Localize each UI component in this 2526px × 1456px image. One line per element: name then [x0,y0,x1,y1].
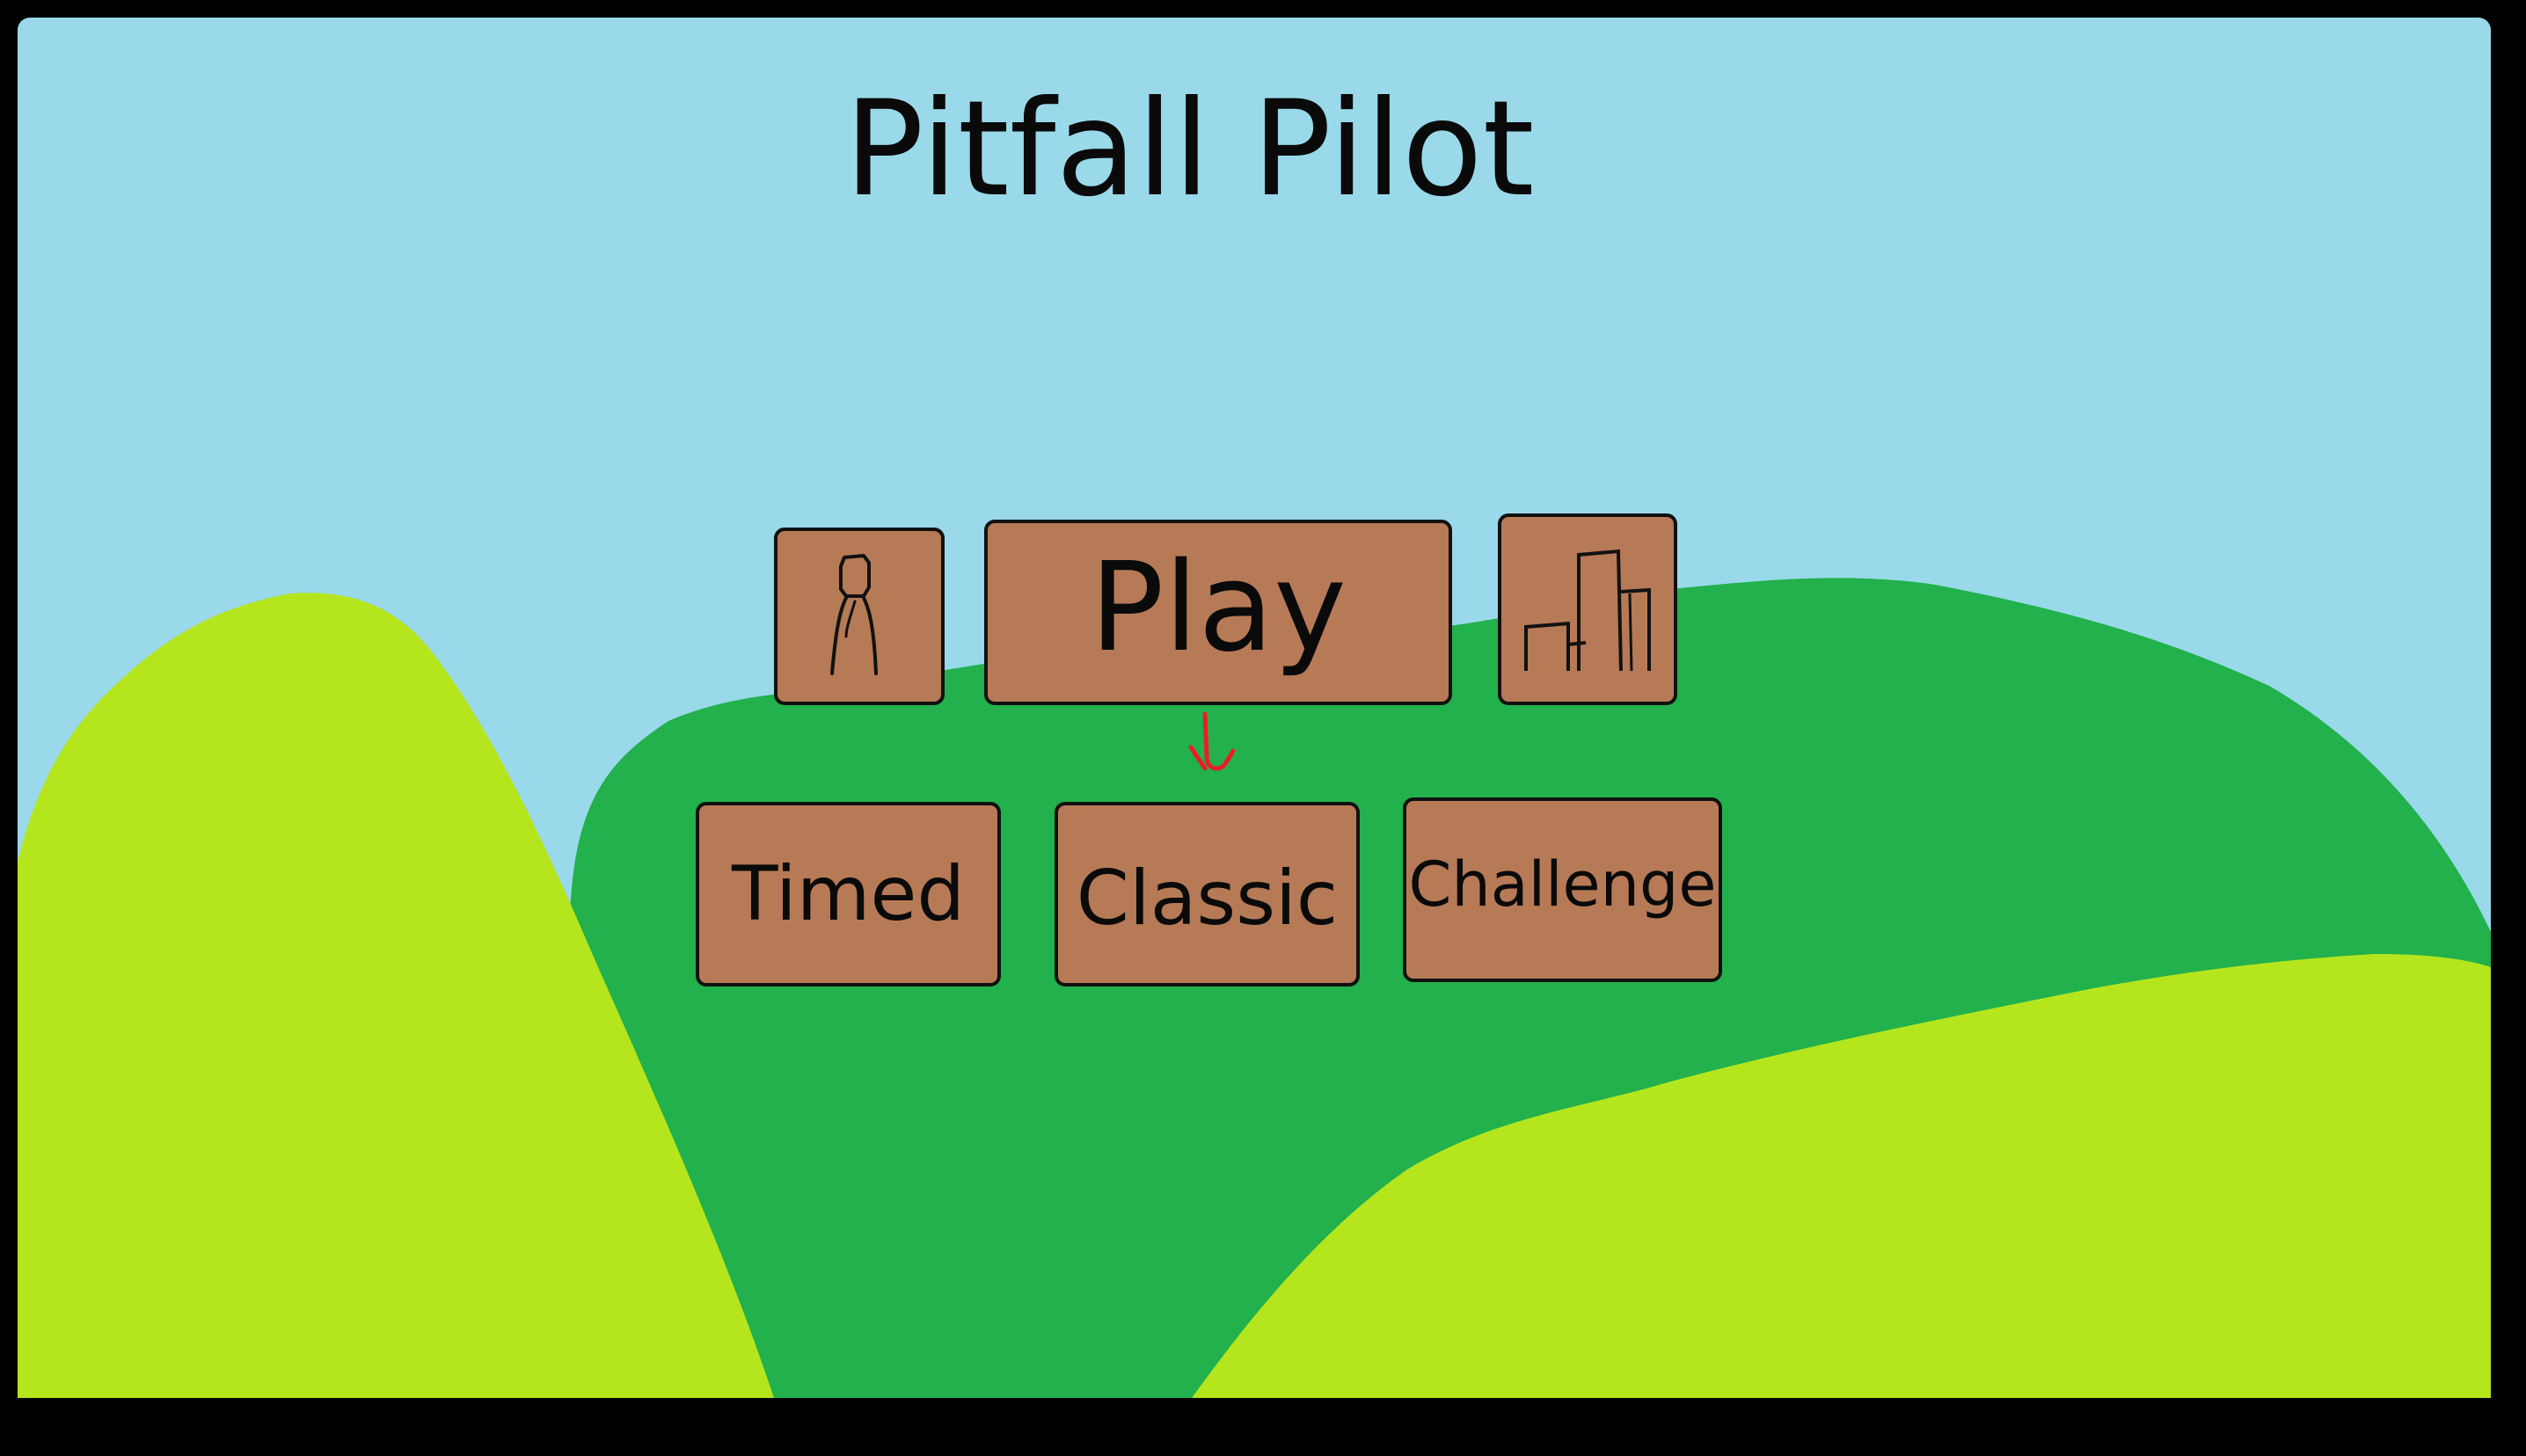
light-green-hill-right [1192,954,2491,1398]
classic-mode-button[interactable]: Classic [1055,802,1360,986]
timed-mode-button[interactable]: Timed [696,802,1001,986]
character-outline-icon [830,554,878,675]
level-select-button[interactable] [1498,513,1677,705]
down-arrow-icon [1188,711,1236,771]
city-buildings-icon [1524,549,1651,672]
light-green-hill-left [18,593,774,1398]
challenge-mode-button[interactable]: Challenge [1403,797,1722,982]
character-select-button[interactable] [774,528,945,705]
play-button[interactable]: Play [984,520,1452,705]
game-title: Pitfall Pilot [844,73,1535,226]
